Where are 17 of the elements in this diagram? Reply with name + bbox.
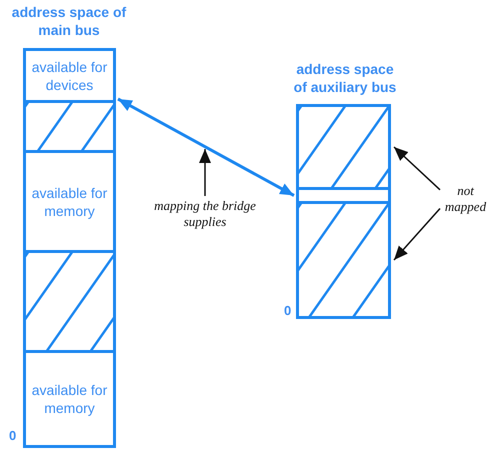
memory-region: available for memory (23, 350, 116, 448)
double-arrow (117, 98, 295, 197)
address-label: 0 (284, 303, 292, 318)
hatched-region (23, 100, 116, 153)
leader-arrow (393, 208, 441, 260)
leader-arrow (199, 149, 211, 196)
column-heading: address space of auxiliary bus (292, 60, 398, 96)
leader-arrow (393, 146, 441, 190)
hatched-region (23, 250, 116, 353)
hatched-region (296, 201, 391, 319)
address-label: 0 (9, 428, 16, 443)
column-heading: address space of main bus (10, 3, 128, 39)
annotation-text: not mapped (440, 183, 491, 217)
annotation-text: mapping the bridge supplies (150, 198, 260, 232)
memory-region: available for devices (23, 48, 116, 103)
memory-region: available for memory (23, 150, 116, 253)
hatched-region (296, 104, 391, 190)
